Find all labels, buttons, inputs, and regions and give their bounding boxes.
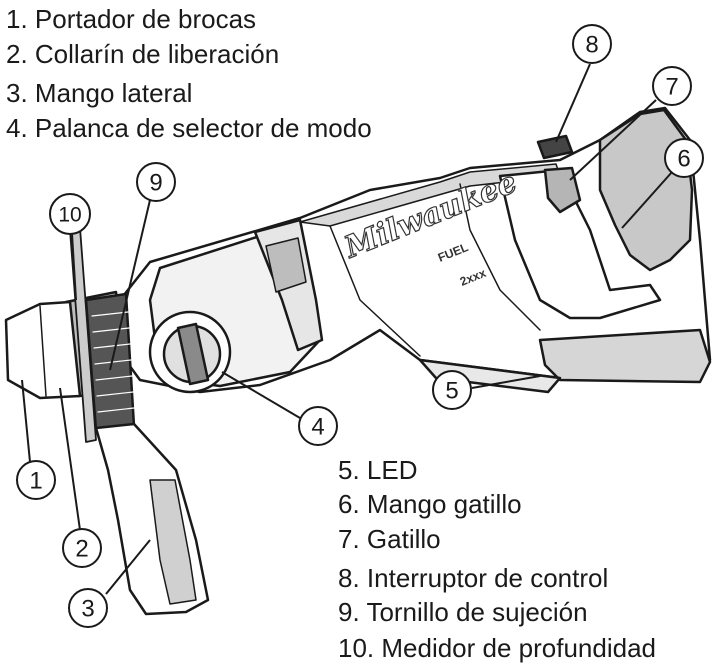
clamp-knurling [91,311,135,413]
legend-item-4: 4. Palanca de selector de modo [6,113,372,143]
svg-text:3: 3 [81,596,94,623]
svg-text:9: 9 [149,170,162,197]
callout-2: 2 [62,528,102,568]
leader-7 [569,99,657,181]
legend-item-9: 9. Tornillo de sujeción [338,597,588,627]
svg-text:2: 2 [75,536,88,563]
led-housing [418,358,562,394]
svg-text:7: 7 [665,74,678,101]
svg-text:4: 4 [311,414,324,441]
svg-text:5: 5 [445,378,458,405]
svg-text:1: 1 [29,468,42,495]
legend-item-10: 10. Medidor de profundidad [338,633,657,663]
leader-lines [21,63,673,595]
leader-8 [555,63,591,143]
battery-pack [538,328,712,384]
mode-selector-lever [176,322,210,386]
callout-8: 8 [572,24,612,64]
leader-3 [105,539,151,595]
legend-item-3: 3. Mango lateral [6,78,193,108]
svg-text:10: 10 [58,204,81,227]
callout-3: 3 [68,588,108,628]
leader-5 [471,375,541,389]
legend-item-5: 5. LED [338,455,418,485]
bit-holder-ring [39,305,47,397]
legend-item-2: 2. Collarín de liberación [6,39,280,69]
side-handle-grip-shade [149,479,197,605]
legend-item-8: 8. Interruptor de control [338,563,609,593]
callout-7: 7 [652,66,692,106]
svg-text:6: 6 [677,146,690,173]
svg-text:8: 8 [585,32,598,59]
callout-6: 6 [664,138,704,178]
panel-line-2 [459,183,541,331]
leader-2 [59,387,81,531]
leader-1 [21,379,31,463]
leader-4 [221,371,301,419]
legend-item-1: 1. Portador de brocas [6,4,257,34]
callout-9: 9 [136,162,176,202]
vent-block-inner [265,237,307,293]
callout-10: 10 [49,193,91,235]
control-switch [536,134,574,160]
leader-9 [109,199,151,371]
panel-line-1 [329,225,421,357]
callout-1: 1 [16,460,56,500]
leader-10 [71,233,77,301]
legend-item-6: 6. Mango gatillo [338,489,522,519]
legend-item-7: 7. Gatillo [338,524,441,554]
callout-5: 5 [432,370,472,410]
leader-6 [621,171,673,229]
callout-4: 4 [298,406,338,446]
